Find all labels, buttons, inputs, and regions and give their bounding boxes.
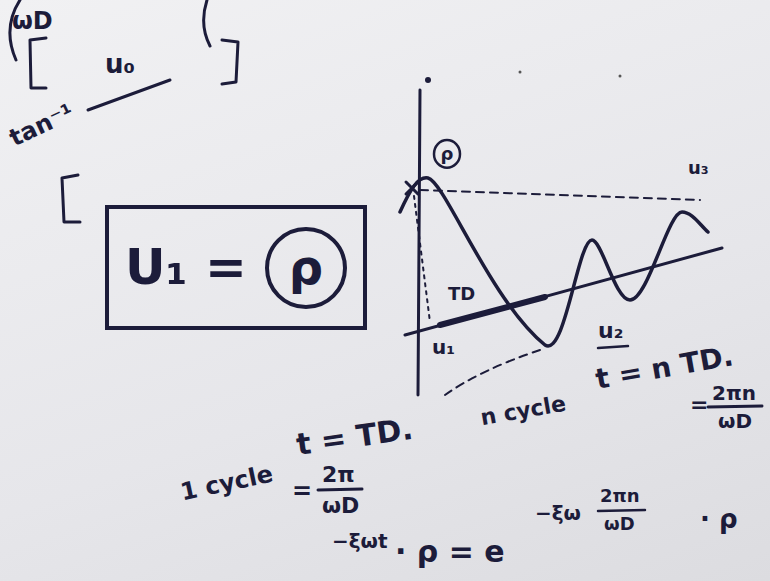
fraction-bar (708, 406, 762, 407)
circled-symbol: ρ (265, 227, 347, 309)
exponent-text: −ξωt (332, 530, 388, 553)
exponent-text: −ξω (535, 502, 581, 525)
bracket (222, 40, 238, 84)
bracket-stroke (204, 0, 210, 46)
fraction-numerator: 2πn (600, 486, 640, 507)
period-label: TD (448, 284, 475, 305)
formula-note: 1 cycle (178, 461, 275, 507)
fraction-denominator: ωD (604, 514, 635, 535)
fraction-denominator: ωD (322, 493, 359, 518)
leader-line (414, 196, 430, 322)
amplitude-label: u₃ (688, 158, 709, 179)
circled-symbol-text: ρ (289, 241, 323, 294)
formula-text: t = TD. (294, 412, 415, 462)
formula-symbol: ωD (12, 8, 53, 36)
peak-mark (406, 182, 418, 194)
fraction-denominator: ωD (718, 410, 752, 433)
amplitude-label: u₁ (432, 336, 455, 359)
formula-text: · ρ = e (395, 535, 505, 570)
circle-outline (434, 140, 460, 168)
fraction-bar (88, 80, 170, 110)
marker-dot (425, 77, 431, 83)
equation-text: U₁ = (125, 240, 247, 295)
circle-outline (267, 229, 345, 307)
fraction-bar (318, 489, 362, 490)
damped-response-curve (400, 178, 708, 346)
result-box: U₁ = ρ (105, 205, 367, 330)
formula-symbol: u₀ (105, 50, 135, 80)
fraction-numerator: 2π (322, 462, 355, 487)
amplitude-label: u₂ (598, 318, 623, 343)
circled-symbol: ρ (432, 138, 462, 170)
marker-dot (519, 71, 522, 74)
decay-envelope (420, 190, 700, 200)
bracket (30, 38, 46, 88)
formula-text: · ρ (700, 505, 738, 535)
formula-text: = (690, 392, 708, 417)
marker-dot (619, 75, 622, 78)
vertical-axis (418, 90, 420, 395)
formula-function: tan⁻¹ (5, 99, 78, 153)
underline (598, 346, 628, 348)
fraction-numerator: 2πn (712, 382, 756, 405)
formula-text: = (292, 478, 312, 506)
bracket (62, 175, 80, 222)
fraction-bar (598, 510, 645, 511)
formula-note: n cycle (478, 391, 567, 431)
decay-envelope (445, 350, 540, 395)
circled-symbol-text: ρ (441, 144, 454, 164)
